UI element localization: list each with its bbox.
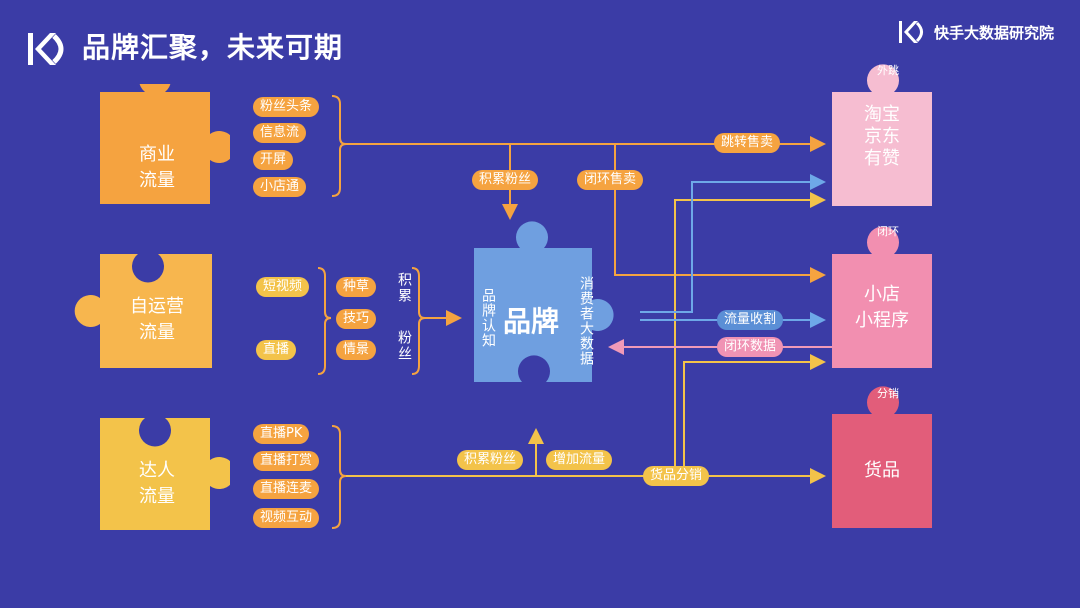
brand-main-text: 品牌 — [503, 305, 560, 338]
tag-fans-headline: 粉丝头条 — [253, 97, 320, 117]
tag-short-video: 短视频 — [256, 277, 310, 297]
tag-feed: 信息流 — [253, 123, 307, 143]
badge-external: 外跳 — [877, 64, 899, 77]
badge-distribution: 分销 — [877, 387, 899, 400]
brand-name: 快手大数据研究院 — [933, 24, 1054, 42]
side-text-accumulate: 积累 — [396, 272, 412, 304]
tag-live-tip: 直播打赏 — [253, 451, 320, 471]
tag-store-promo: 小店通 — [253, 177, 307, 197]
commercial-traffic-piece — [100, 84, 230, 204]
label-closed-data: 闭环数据 — [717, 337, 784, 357]
external-platform-piece — [832, 64, 932, 207]
label-accumulate-bottom: 积累粉丝 — [457, 450, 524, 470]
tag-scenario: 情景 — [336, 340, 377, 360]
influencer-traffic-label: 达人 流量 — [139, 460, 175, 507]
label-accumulate-top: 积累粉丝 — [472, 170, 539, 190]
influencer-traffic-piece — [100, 418, 230, 530]
side-text-fans: 粉丝 — [396, 330, 412, 362]
consumer-data-text: 消费者大数据 — [578, 276, 594, 366]
tag-live-pk: 直播PK — [253, 424, 310, 444]
badge-closed-loop: 闭环 — [877, 225, 899, 238]
tag-video-interaction: 视频互动 — [253, 508, 320, 528]
tag-skills: 技巧 — [336, 309, 377, 329]
closed-loop-piece — [832, 226, 932, 368]
goods-label: 货品 — [864, 460, 900, 481]
tag-seeding: 种草 — [336, 277, 377, 297]
label-add-traffic: 增加流量 — [546, 450, 613, 470]
self-operated-traffic-piece — [74, 254, 212, 368]
brand-awareness-text: 品牌认知 — [480, 288, 496, 348]
self-operated-traffic-label: 自运营 流量 — [130, 296, 184, 343]
label-traffic-harvest: 流量收割 — [717, 310, 784, 330]
tag-splash: 开屏 — [253, 150, 294, 170]
page-title: 品牌汇聚，未来可期 — [82, 31, 344, 64]
tag-live-link: 直播连麦 — [253, 479, 320, 499]
closed-loop-label: 小店 小程序 — [855, 284, 909, 331]
tag-live: 直播 — [256, 340, 297, 360]
brand-logo-icon — [899, 21, 923, 43]
external-platform-label: 淘宝 京东 有赞 — [864, 104, 900, 169]
goods-piece — [832, 386, 932, 528]
label-goods-distribution: 货品分销 — [643, 466, 710, 486]
label-jump-sale: 跳转售卖 — [714, 133, 781, 153]
label-closed-sale: 闭环售卖 — [577, 170, 644, 190]
kuaishou-logo-icon — [28, 33, 64, 65]
brand-center-piece — [474, 221, 614, 382]
commercial-traffic-label: 商业 流量 — [139, 144, 175, 191]
